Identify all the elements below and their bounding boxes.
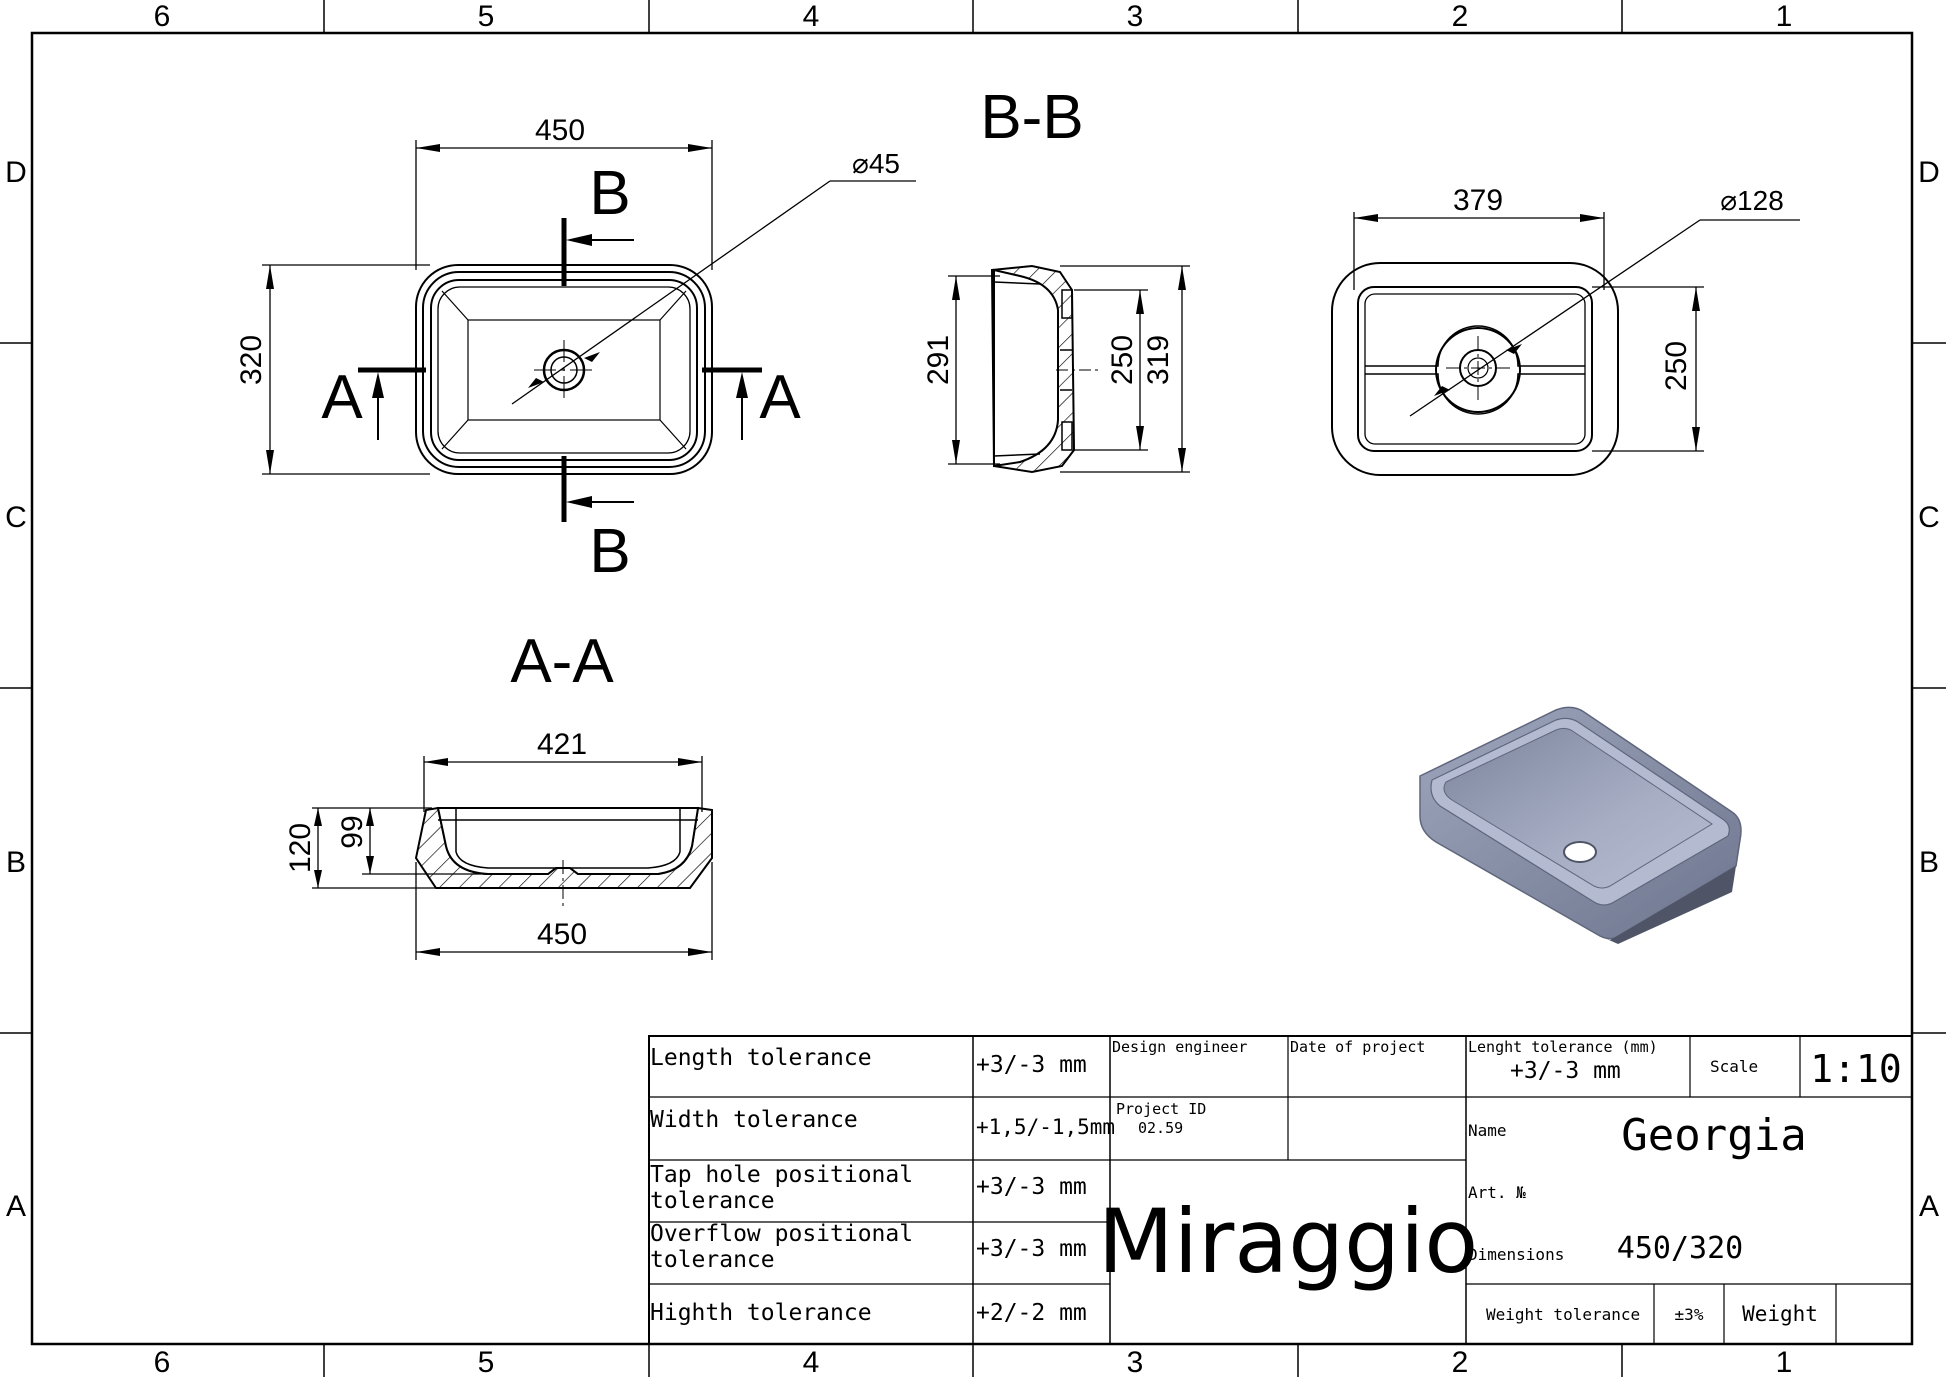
name-label: Name — [1468, 1121, 1507, 1140]
zone-row-left-a: A — [6, 1190, 26, 1223]
cut-label-a-left: A — [321, 363, 363, 432]
bottom-view: ⌀128 379 250 — [1331, 184, 1800, 476]
tol-taphole-label: Tap hole positional — [650, 1162, 913, 1188]
section-bb-title: B-B — [980, 83, 1083, 152]
zone-row-left-b: B — [6, 846, 26, 879]
tol-overflow-label: Overflow positional — [650, 1221, 913, 1247]
weight-tolerance-label: Weight tolerance — [1486, 1305, 1640, 1324]
tol-height-value: +2/-2 mm — [976, 1300, 1087, 1326]
zone-row-right-a: A — [1919, 1190, 1939, 1223]
zone-labels: 6 5 4 3 2 1 6 5 4 3 2 1 D C B A D C B A — [5, 0, 1940, 1377]
tol-overflow-label-2: tolerance — [650, 1247, 775, 1273]
zone-col-top-1: 1 — [1776, 0, 1793, 33]
length-tolerance-value: +3/-3 mm — [1510, 1058, 1621, 1084]
length-tolerance-label: Lenght tolerance (mm) — [1468, 1038, 1658, 1056]
art-number-label: Art. № — [1468, 1183, 1526, 1202]
tol-length-value: +3/-3 mm — [976, 1052, 1087, 1078]
dimensions-value: 450/320 — [1617, 1231, 1743, 1266]
zone-col-bottom-1: 1 — [1776, 1346, 1793, 1377]
tol-taphole-value: +3/-3 mm — [976, 1174, 1087, 1200]
tol-width-value: +1,5/-1,5mm — [976, 1115, 1115, 1139]
zone-col-top-5: 5 — [478, 0, 495, 33]
project-id-value: 02.59 — [1138, 1119, 1183, 1137]
weight-tolerance-value: ±3% — [1675, 1305, 1704, 1324]
brand-logo-text: Miraggio — [1098, 1190, 1479, 1293]
zone-col-bottom-4: 4 — [803, 1346, 820, 1377]
foot-diameter-label: ⌀128 — [1720, 185, 1784, 216]
side-dim-291-label: 291 — [922, 335, 955, 385]
tol-taphole-label-2: tolerance — [650, 1188, 775, 1214]
cut-label-a-right: A — [759, 363, 801, 432]
bottom-height-label: 250 — [1660, 341, 1693, 391]
tol-height-label: Highth tolerance — [650, 1300, 872, 1326]
zone-row-right-c: C — [1918, 501, 1940, 534]
weight-label: Weight — [1742, 1302, 1818, 1326]
cut-label-b-bottom: B — [589, 517, 630, 586]
scale-label: Scale — [1710, 1057, 1758, 1076]
zone-row-right-d: D — [1918, 156, 1940, 189]
zone-row-right-b: B — [1919, 846, 1939, 879]
zone-col-bottom-5: 5 — [478, 1346, 495, 1377]
zone-row-left-d: D — [5, 156, 27, 189]
section-bowl-depth-label: 99 — [336, 815, 369, 848]
zone-col-top-6: 6 — [154, 0, 171, 33]
top-height-label: 320 — [235, 335, 268, 385]
section-bottom-width-label: 450 — [537, 918, 587, 951]
section-top-width-label: 421 — [537, 728, 587, 761]
zone-col-bottom-6: 6 — [154, 1346, 171, 1377]
cut-label-b-top: B — [589, 159, 630, 228]
tol-overflow-value: +3/-3 mm — [976, 1236, 1087, 1262]
dimensions-label: Dimensions — [1468, 1245, 1564, 1264]
isometric-sink-render — [1419, 706, 1742, 944]
side-section-view: 291 250 319 — [922, 264, 1190, 474]
zone-row-left-c: C — [5, 501, 27, 534]
tol-width-label: Width tolerance — [650, 1107, 858, 1133]
side-dim-250-label: 250 — [1106, 335, 1139, 385]
section-aa-title: A-A — [510, 627, 614, 696]
tol-length-label: Length tolerance — [650, 1045, 872, 1071]
date-of-project-label: Date of project — [1290, 1038, 1425, 1056]
zone-col-bottom-3: 3 — [1127, 1346, 1144, 1377]
name-value: Georgia — [1621, 1110, 1806, 1161]
scale-value: 1:10 — [1810, 1047, 1902, 1091]
drain-diameter-label: ⌀45 — [852, 148, 900, 179]
zone-col-top-3: 3 — [1127, 0, 1144, 33]
title-block: Length tolerance +3/-3 mm Width toleranc… — [648, 1035, 1913, 1345]
design-engineer-label: Design engineer — [1112, 1038, 1247, 1056]
project-id-label: Project ID — [1116, 1100, 1206, 1118]
zone-col-bottom-2: 2 — [1452, 1346, 1469, 1377]
bottom-width-label: 379 — [1453, 184, 1503, 217]
zone-col-top-4: 4 — [803, 0, 820, 33]
side-dim-319-label: 319 — [1142, 335, 1175, 385]
section-total-height-label: 120 — [284, 823, 317, 873]
top-view: ⌀45 450 320 A A — [235, 114, 916, 586]
zone-col-top-2: 2 — [1452, 0, 1469, 33]
section-aa-view: 421 450 120 99 — [284, 728, 713, 960]
top-width-label: 450 — [535, 114, 585, 147]
